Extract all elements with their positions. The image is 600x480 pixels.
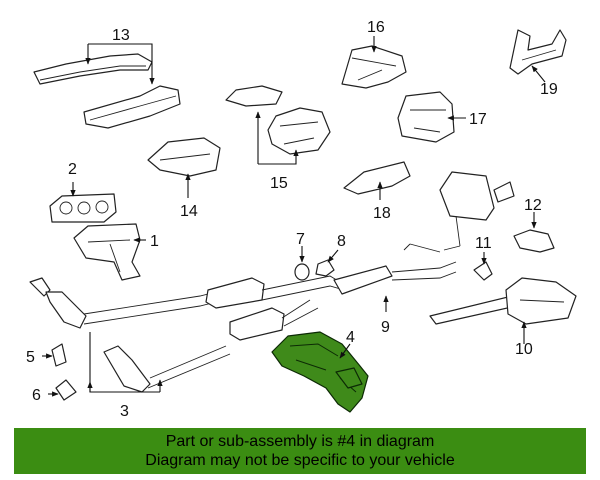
banner-line-2: Diagram may not be specific to your vehi… [145, 452, 455, 469]
callout-9: 9 [381, 319, 390, 336]
callout-7: 7 [296, 231, 305, 248]
part-14-heat-shield[interactable] [147, 137, 221, 177]
callout-5: 5 [26, 349, 35, 366]
callout-4: 4 [346, 329, 355, 346]
part-8-clamp[interactable] [315, 259, 335, 277]
part-10-rear-muffler[interactable] [429, 277, 577, 325]
part-9-intermediate-pipe[interactable] [333, 243, 457, 295]
part-6-bracket[interactable] [55, 379, 77, 401]
front-pipe-assembly[interactable] [29, 275, 345, 393]
part-5-bracket[interactable] [51, 343, 67, 367]
part-1-exhaust-manifold[interactable] [73, 223, 141, 281]
part-11-hanger[interactable] [473, 261, 493, 281]
callout-2: 2 [68, 161, 77, 178]
callout-6: 6 [32, 387, 41, 404]
part-2-gasket[interactable] [49, 193, 117, 223]
callout-16: 16 [367, 19, 385, 36]
part-17-heat-shield[interactable] [397, 91, 455, 143]
callout-18: 18 [373, 205, 391, 222]
callout-11: 11 [475, 235, 492, 252]
part-18-heat-shield[interactable] [343, 161, 411, 195]
part-15-heat-shields[interactable] [225, 85, 331, 155]
rear-muffler-upper[interactable] [439, 171, 515, 251]
info-banner: Part or sub-assembly is #4 in diagram Di… [14, 428, 586, 474]
callout-12: 12 [524, 197, 542, 214]
callout-8: 8 [337, 233, 346, 250]
banner-line-1: Part or sub-assembly is #4 in diagram [165, 433, 435, 450]
callout-15: 15 [270, 175, 288, 192]
callout-1: 1 [150, 233, 159, 250]
callout-3: 3 [120, 403, 129, 420]
part-12-tailpipe-tip[interactable] [513, 229, 555, 253]
part-13-heat-shields[interactable] [33, 53, 181, 129]
callout-13: 13 [112, 27, 130, 44]
callout-19: 19 [540, 81, 558, 98]
callout-10: 10 [515, 341, 533, 358]
part-7-clamp[interactable] [294, 263, 310, 281]
part-16-heat-shield[interactable] [341, 45, 407, 89]
callout-14: 14 [180, 203, 198, 220]
exhaust-parts-diagram: 13 16 19 17 15 14 18 [26, 19, 577, 420]
callout-17: 17 [469, 111, 487, 128]
part-19-bracket[interactable] [509, 29, 567, 75]
